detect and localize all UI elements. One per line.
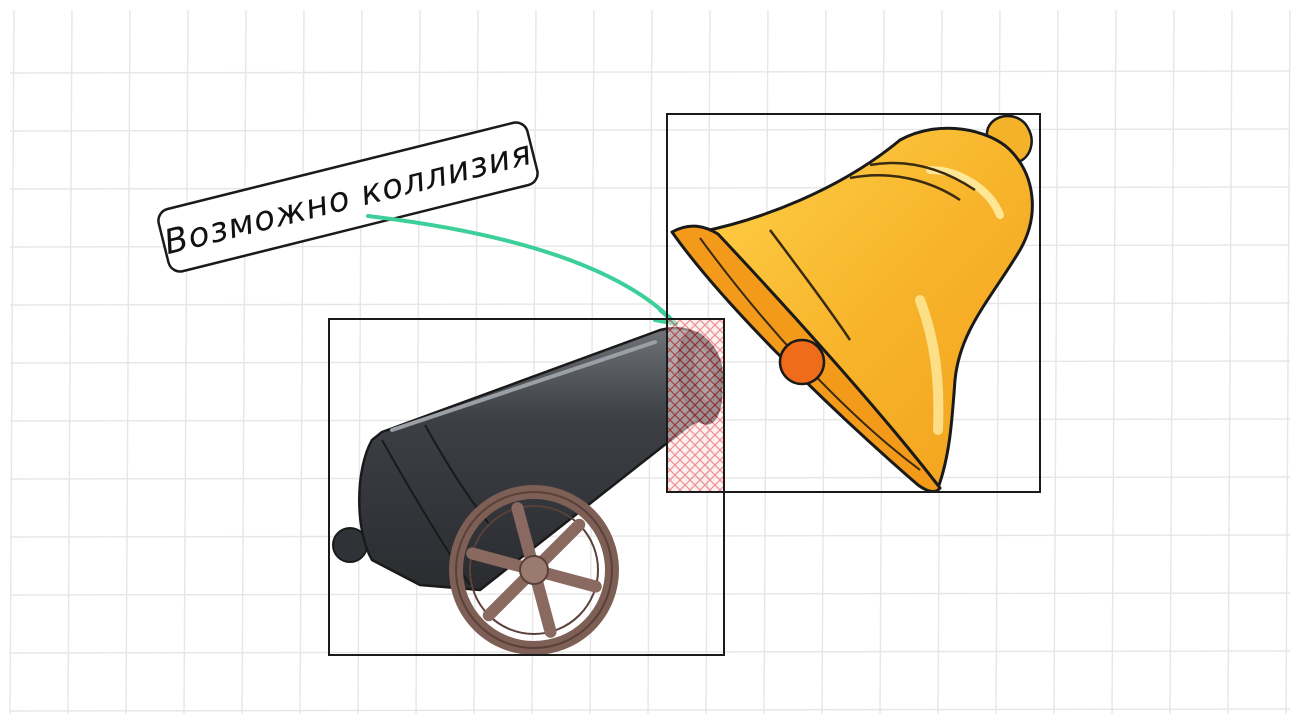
grid-line-horizontal <box>9 650 1291 654</box>
cannon-bounding-box <box>328 318 725 656</box>
grid-line-vertical <box>183 9 189 715</box>
grid-line-horizontal <box>9 476 1291 480</box>
overlap-region <box>667 319 724 492</box>
wheel <box>449 485 619 655</box>
grid-line-horizontal <box>9 302 1291 306</box>
grid-line-horizontal <box>9 186 1291 190</box>
wheel-spoke <box>537 518 586 567</box>
wheel-spoke <box>541 567 602 593</box>
grid-line-horizontal <box>9 128 1291 132</box>
bell-bounding-box <box>666 113 1041 493</box>
grid-line-horizontal <box>9 592 1291 596</box>
grid-line-vertical <box>67 9 73 715</box>
callout-bubble: Возможно коллизия <box>157 121 539 273</box>
grid-line-vertical <box>125 9 131 715</box>
grid-line-horizontal <box>9 534 1291 538</box>
grid-line-vertical <box>1111 9 1117 715</box>
wheel-spoke <box>482 573 531 622</box>
grid-line-vertical <box>9 9 15 715</box>
grid-line-horizontal <box>9 708 1291 712</box>
wheel-spoke <box>511 502 537 563</box>
wheel-spoke <box>466 547 527 573</box>
grid-line-vertical <box>1227 9 1233 715</box>
grid-line-vertical <box>1169 9 1175 715</box>
grid-line-vertical <box>1285 9 1291 715</box>
grid-line-horizontal <box>9 70 1291 74</box>
pointer-arrow <box>366 214 678 326</box>
wheel-spoke <box>531 577 557 638</box>
bell-icon <box>670 114 1034 493</box>
